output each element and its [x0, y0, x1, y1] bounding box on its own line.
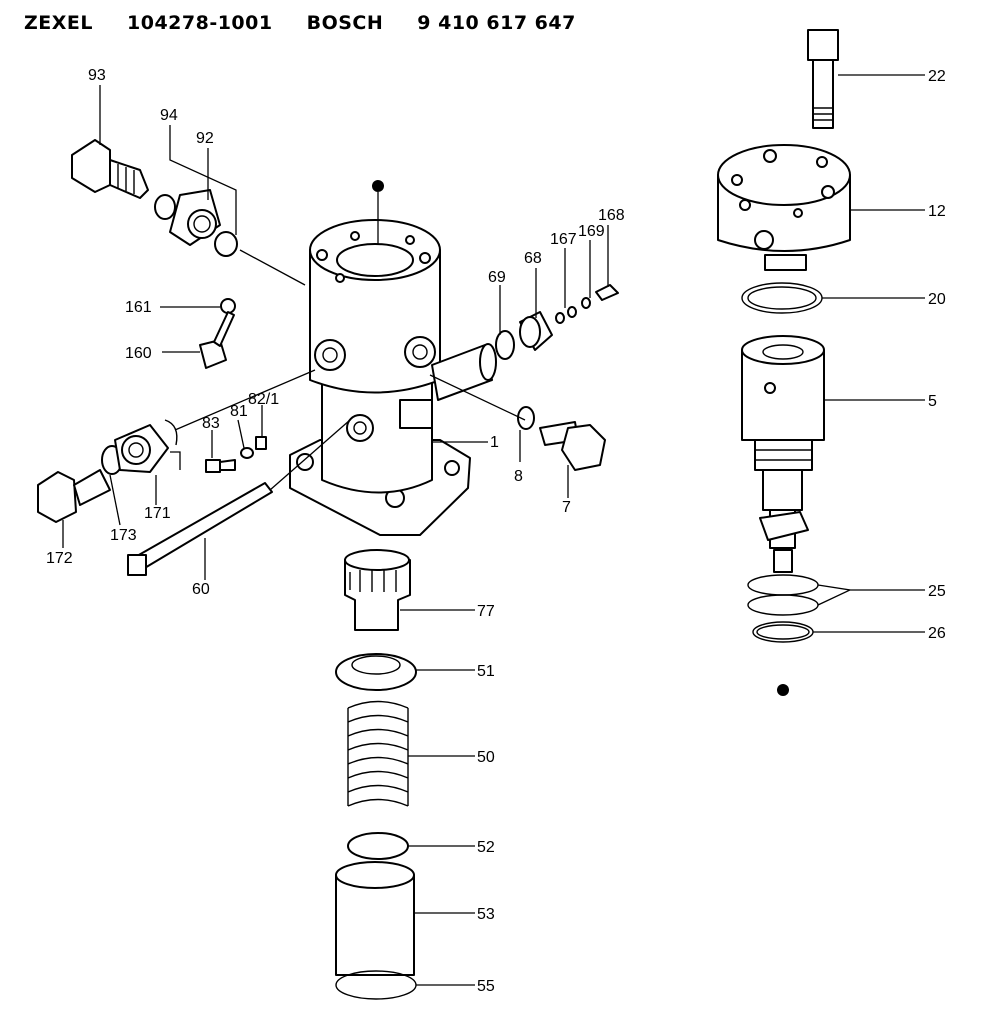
banjo-bolt-assembly [199, 298, 236, 369]
callout-26: 26 [928, 625, 946, 642]
callout-68: 68 [524, 250, 542, 267]
right-fitting-assembly [495, 284, 619, 360]
brand-bosch: BOSCH [306, 12, 384, 34]
overflow-valve-assembly [71, 139, 238, 257]
plug-screw-assembly [517, 406, 606, 471]
callout-77: 77 [477, 603, 495, 620]
callout-171: 171 [144, 505, 171, 522]
callout-53: 53 [477, 906, 495, 923]
callout-55: 55 [477, 978, 495, 995]
callout-168: 168 [598, 207, 625, 224]
callout-52: 52 [477, 839, 495, 856]
callout-25: 25 [928, 583, 946, 600]
tappet-stack [335, 549, 417, 1000]
callout-1: 1 [490, 434, 499, 451]
callout-5: 5 [928, 393, 937, 410]
pump-housing [289, 219, 497, 536]
plunger-barrel-assembly [717, 29, 851, 643]
callout-94: 94 [160, 107, 178, 124]
leader-lines [62, 74, 925, 986]
callout-20: 20 [928, 291, 946, 308]
callout-173: 173 [110, 527, 137, 544]
callout-92: 92 [196, 130, 214, 147]
control-rack [127, 482, 273, 576]
bosch-part-number: 9 410 617 647 [417, 12, 576, 34]
callout-172: 172 [46, 550, 73, 567]
callout-169: 169 [578, 223, 605, 240]
brand-zexel: ZEXEL [24, 12, 93, 34]
callout-12: 12 [928, 203, 946, 220]
callout-93: 93 [88, 67, 106, 84]
diagram-header: ZEXEL 104278-1001 BOSCH 9 410 617 647 [24, 12, 610, 34]
callout-161: 161 [125, 299, 152, 316]
callout-82-1: 82/1 [248, 391, 279, 408]
callout-60: 60 [192, 581, 210, 598]
callout-69: 69 [488, 269, 506, 286]
callout-167: 167 [550, 231, 577, 248]
small-screw-set [205, 436, 267, 473]
callout-7: 7 [562, 499, 571, 516]
callout-50: 50 [477, 749, 495, 766]
callout-8: 8 [514, 468, 523, 485]
reference-dot-top [372, 180, 384, 192]
zexel-part-number: 104278-1001 [127, 12, 273, 34]
callout-83: 83 [202, 415, 220, 432]
delivery-valve-assembly [37, 419, 178, 523]
callout-22: 22 [928, 68, 946, 85]
callout-81: 81 [230, 403, 248, 420]
callout-160: 160 [125, 345, 152, 362]
reference-dot-bottom [777, 684, 789, 696]
callout-51: 51 [477, 663, 495, 680]
